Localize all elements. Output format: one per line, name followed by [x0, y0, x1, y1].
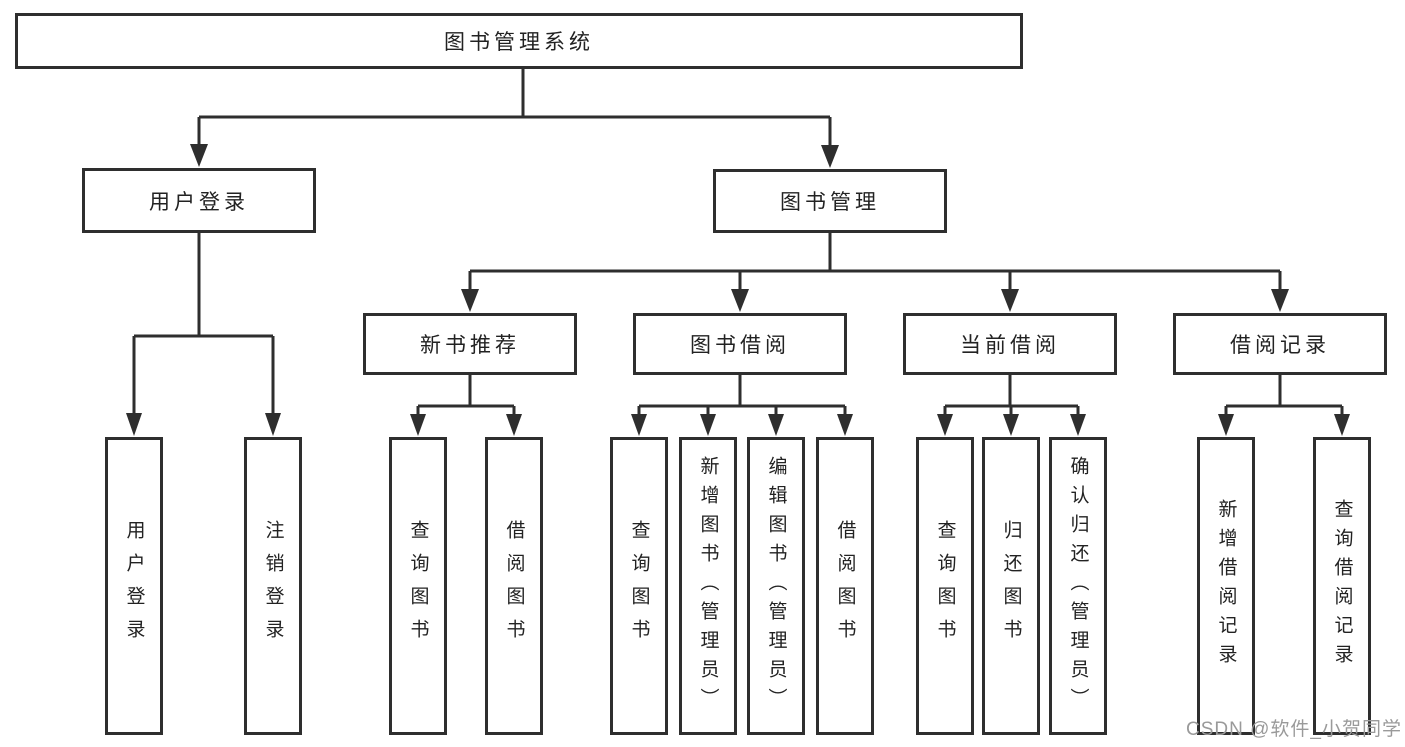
leaf-node-return-books: 归还图书	[982, 437, 1040, 735]
arrowhead-icon	[821, 145, 839, 168]
leaf-node-borrow-books-recommend: 借阅图书	[485, 437, 543, 735]
connector-login-to-leaves	[132, 233, 275, 414]
arrowhead-icon	[1070, 414, 1086, 436]
arrowhead-icon	[1003, 414, 1019, 436]
arrowhead-icon	[837, 414, 853, 436]
arrowhead-icon	[631, 414, 647, 436]
leaf-node-edit-books-admin: 编辑图书（管理员）	[747, 437, 805, 735]
arrowhead-icon	[265, 413, 281, 436]
arrowhead-icon	[126, 413, 142, 436]
arrowhead-icon	[937, 414, 953, 436]
leaf-node-query-books-current: 查询图书	[916, 437, 974, 735]
arrowhead-icon	[1334, 414, 1350, 436]
arrowhead-icon	[506, 414, 522, 436]
arrowhead-icon	[1218, 414, 1234, 436]
arrowhead-icon	[461, 289, 479, 312]
leaf-node-borrow-books: 借阅图书	[816, 437, 874, 735]
connector-records-to-leaves	[1224, 375, 1344, 416]
leaf-node-logout: 注销登录	[244, 437, 302, 735]
leaf-node-add-books-admin: 新增图书（管理员）	[679, 437, 737, 735]
leaf-node-query-books-borrow: 查询图书	[610, 437, 668, 735]
connector-current-to-leaves	[943, 375, 1080, 416]
connector-root-to-level2	[197, 69, 832, 147]
arrowhead-icon	[190, 144, 208, 167]
arrowhead-icon	[410, 414, 426, 436]
leaf-node-add-borrow-record: 新增借阅记录	[1197, 437, 1255, 735]
connector-borrow-to-leaves	[637, 375, 847, 416]
leaf-node-query-books-recommend: 查询图书	[389, 437, 447, 735]
arrowhead-icon	[1001, 289, 1019, 312]
level3-node-borrow-records: 借阅记录	[1173, 313, 1387, 375]
leaf-node-user-login: 用户登录	[105, 437, 163, 735]
arrowhead-icon	[700, 414, 716, 436]
level3-node-current-borrow: 当前借阅	[903, 313, 1117, 375]
connector-books-to-level3	[468, 233, 1282, 291]
leaf-node-query-borrow-record: 查询借阅记录	[1313, 437, 1371, 735]
arrowhead-icon	[731, 289, 749, 312]
arrowhead-icon	[1271, 289, 1289, 312]
level2-node-book-management: 图书管理	[713, 169, 947, 233]
csdn-watermark: CSDN @软件_小贺同学	[1186, 719, 1402, 740]
connector-newbook-to-leaves	[416, 375, 516, 416]
root-node-system: 图书管理系统	[15, 13, 1023, 69]
level3-node-book-borrow: 图书借阅	[633, 313, 847, 375]
level3-node-new-book-recommend: 新书推荐	[363, 313, 577, 375]
arrowhead-icon	[768, 414, 784, 436]
leaf-node-confirm-return-admin: 确认归还（管理员）	[1049, 437, 1107, 735]
level2-node-user-login: 用户登录	[82, 168, 316, 233]
arrowheads	[126, 144, 1350, 436]
